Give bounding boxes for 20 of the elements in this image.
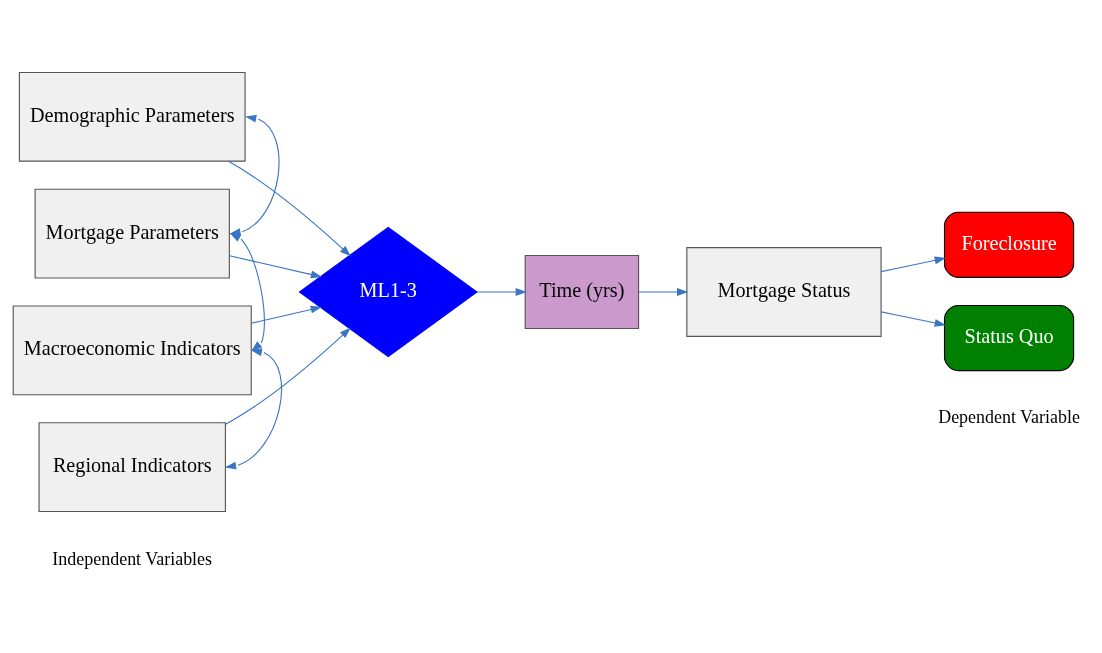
label: Independent Variables <box>52 548 213 569</box>
node-box: Demographic Parameters <box>18 71 246 162</box>
node-box: Regional Indicators <box>38 422 226 512</box>
arrow <box>229 232 265 352</box>
arrow <box>225 327 351 425</box>
node-box: Time (yrs) <box>524 254 640 329</box>
node-diamond: ML1-3 <box>298 226 478 358</box>
arrow <box>229 255 323 279</box>
node-box: Macroeconomic Indicators <box>12 305 252 396</box>
node-box: Foreclosure <box>943 211 1075 278</box>
node-box: Mortgage Status <box>686 247 882 337</box>
arrow <box>476 288 527 296</box>
node-box: Status Quo <box>943 304 1075 372</box>
arrow <box>224 348 283 470</box>
label: Dependent Variable <box>938 407 1080 428</box>
arrow <box>880 311 946 327</box>
arrow <box>250 305 322 324</box>
node-box: Mortgage Parameters <box>34 188 230 279</box>
arrow <box>638 288 689 296</box>
arrow <box>880 256 946 273</box>
